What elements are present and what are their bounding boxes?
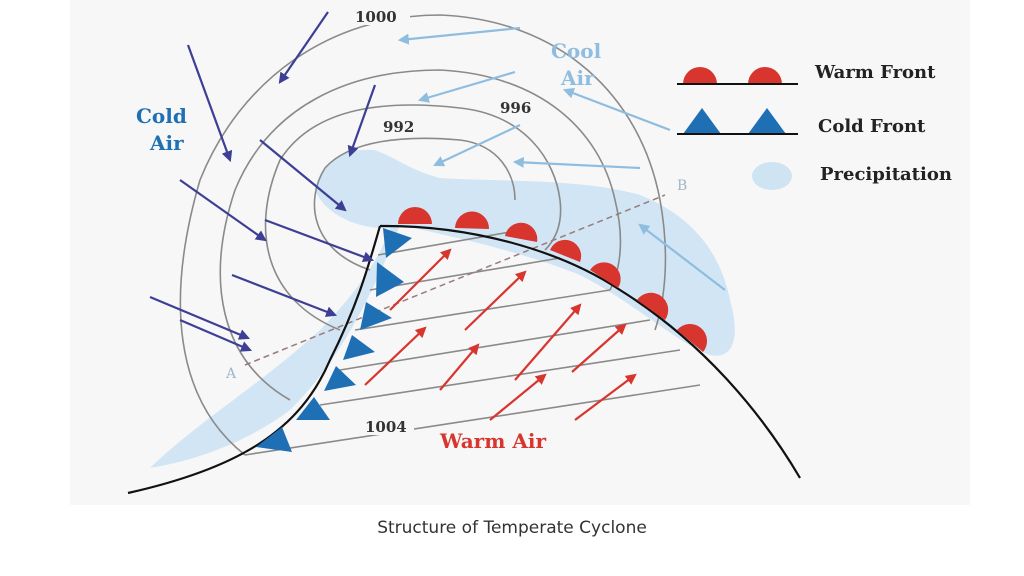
- warm-sector-isobar-1: [377, 231, 511, 256]
- cold-air-arrow: [231, 273, 338, 317]
- cool-air-arrow: [397, 26, 521, 45]
- warm-air-arrow: [439, 343, 480, 391]
- cold-air-arrow: [264, 218, 375, 263]
- figure-caption: Structure of Temperate Cyclone: [377, 518, 647, 538]
- warm-air-arrow: [364, 326, 427, 386]
- warm-air-arrow: [574, 373, 637, 421]
- cold-front-symbols: [256, 228, 412, 452]
- legend: Warm Front Cold Front Precipitation: [677, 62, 952, 190]
- legend-warm-front: Warm Front: [677, 62, 936, 85]
- legend-precipitation-label: Precipitation: [820, 164, 952, 185]
- warm-air-arrow: [514, 303, 582, 381]
- cold-front-triangle: [343, 335, 375, 360]
- cool-air-arrow: [512, 156, 641, 170]
- precipitation-area: [150, 149, 735, 468]
- warm-air-arrow: [571, 323, 627, 373]
- warm-air-arrow: [389, 248, 452, 311]
- cool-air-arrow: [562, 87, 671, 132]
- cold-front-line: [127, 225, 382, 495]
- cool-air-arrow: [433, 124, 521, 167]
- warm-front-symbol-icon: [748, 67, 782, 84]
- cold-air-arrow: [179, 179, 267, 242]
- cold-air-label-line2: Air: [149, 131, 184, 155]
- warm-sector-isobar-2: [369, 257, 561, 291]
- cold-air-arrow: [278, 11, 329, 84]
- isobar-inner: [313, 137, 516, 271]
- warm-sector-isobar-4: [339, 319, 651, 371]
- cold-air-arrow: [149, 295, 251, 340]
- warm-front-semicircle: [398, 207, 432, 224]
- cold-air-label-line1: Cold: [136, 104, 187, 128]
- cool-air-label-line1: Cool: [551, 39, 602, 63]
- cold-air-arrow: [179, 318, 253, 352]
- warm-front-semicircle: [637, 292, 669, 320]
- warm-air-label: Warm Air: [439, 429, 546, 453]
- cool-air-arrow: [638, 223, 726, 291]
- legend-precipitation: Precipitation: [752, 162, 952, 190]
- warm-sector-isobar-6: [244, 384, 701, 456]
- isobar-992: [264, 104, 562, 331]
- warm-front-semicircle: [455, 211, 490, 229]
- warm-front-semicircle: [677, 323, 708, 352]
- isobar-label-1004: 1004: [365, 418, 407, 436]
- cold-air-arrow: [347, 84, 377, 158]
- warm-front-line: [379, 224, 801, 479]
- cool-air-label-line2: Air: [560, 66, 595, 90]
- isobar-996: [219, 69, 622, 401]
- warm-front-semicircle: [505, 222, 538, 242]
- cool-air-arrows: [397, 26, 726, 291]
- isobar-label-996: 996: [500, 99, 531, 117]
- cold-front-symbol-icon: [683, 108, 721, 134]
- legend-cold-front: Cold Front: [677, 108, 926, 137]
- cold-air-arrows: [149, 11, 377, 352]
- cold-air-arrow: [259, 139, 347, 212]
- warm-sector-isobar-3: [354, 289, 611, 331]
- cold-air-arrow: [186, 44, 233, 163]
- legend-cold-front-label: Cold Front: [818, 116, 926, 137]
- cold-front-triangle: [296, 397, 330, 420]
- warm-front-semicircle: [590, 262, 621, 288]
- isobar-label-992: 992: [383, 118, 414, 136]
- temperate-cyclone-diagram: 1000 996 992 1004 Cold Air Cool Air Warm…: [127, 7, 952, 495]
- cold-front-triangle: [256, 427, 292, 452]
- cool-air-arrow: [417, 70, 516, 103]
- cold-front-triangle: [383, 228, 412, 258]
- warm-sector-isobar-5: [319, 349, 681, 406]
- warm-air-arrow: [464, 270, 527, 331]
- cold-front-triangle: [376, 262, 404, 297]
- point-b-label: B: [677, 178, 687, 194]
- warm-air-arrows: [364, 248, 637, 421]
- cold-front-triangle: [324, 366, 356, 391]
- warm-front-semicircle: [550, 239, 582, 262]
- point-a-label: A: [225, 366, 237, 382]
- cold-front-symbol-icon: [748, 108, 786, 134]
- legend-warm-front-label: Warm Front: [814, 62, 936, 83]
- cross-section-line: [244, 194, 666, 366]
- warm-front-symbols: [398, 207, 708, 352]
- isobar-label-1000: 1000: [355, 8, 397, 26]
- warm-air-arrow: [489, 373, 547, 421]
- cold-front-triangle: [360, 302, 392, 330]
- precipitation-symbol-icon: [752, 162, 792, 190]
- warm-front-symbol-icon: [683, 67, 717, 84]
